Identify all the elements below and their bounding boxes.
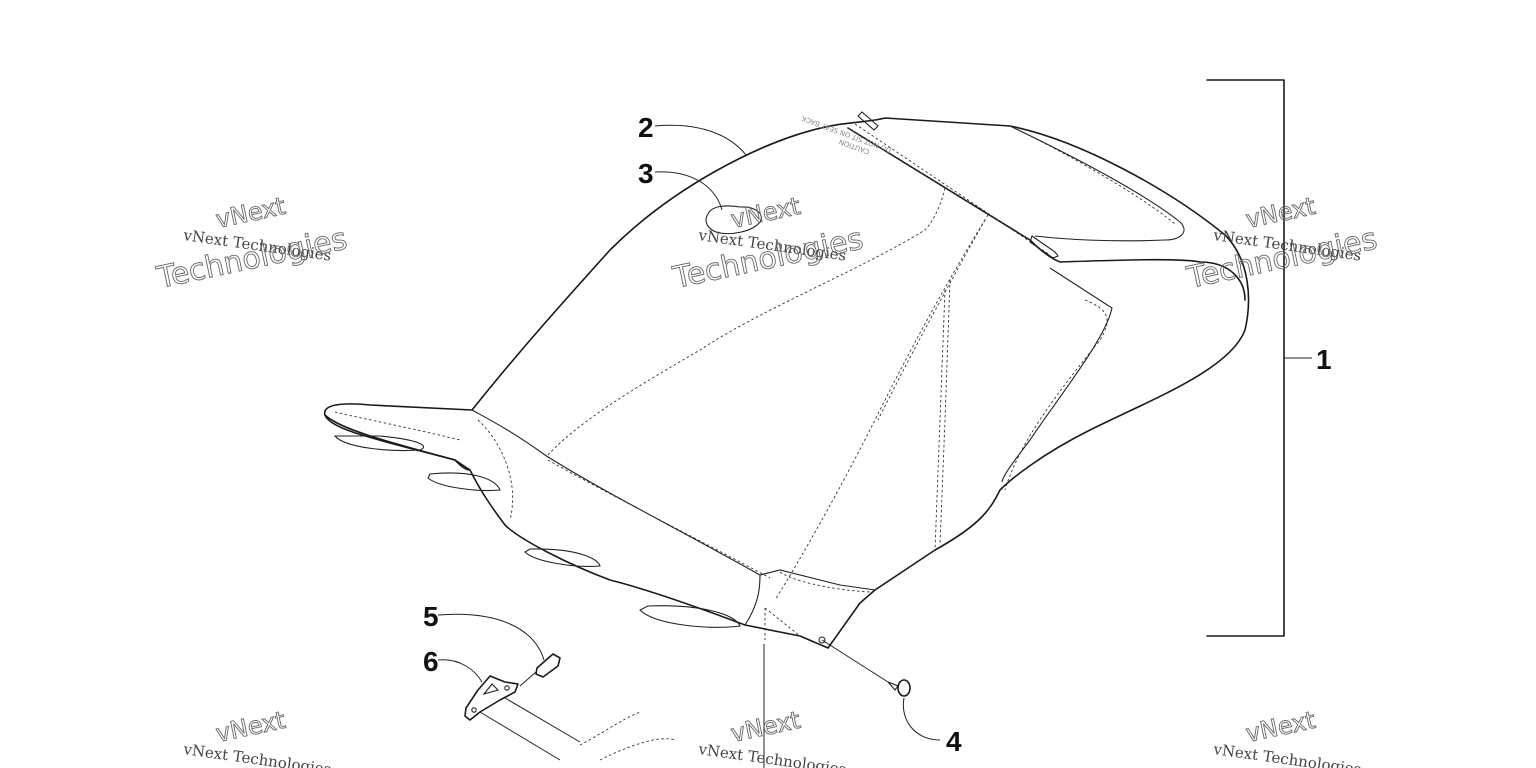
latch-plate (464, 675, 581, 761)
callout-1: 1 (1316, 344, 1332, 375)
svg-text:vNext: vNext (213, 706, 287, 748)
zipper-pull (1029, 235, 1059, 259)
watermark-top-right: vNext vNext Technologies Technologies (1183, 191, 1381, 297)
svg-text:Technologies: Technologies (1183, 222, 1380, 297)
seat-left-flap (324, 414, 471, 471)
svg-text:vNext Technologies: vNext Technologies (181, 740, 332, 768)
watermark-top-center: vNext vNext Technologies Technologies (669, 191, 867, 296)
watermark-bottom-right: vNext vNext Technologies (1211, 705, 1362, 768)
top-rod (857, 111, 879, 131)
leader-5 (437, 613, 545, 661)
callout-5: 5 (423, 601, 439, 632)
callout-2: 2 (638, 112, 654, 143)
assembly-bracket (1206, 79, 1312, 637)
clip-nut (519, 653, 561, 687)
watermark-top-left: vNext vNext Technologies Technologies (153, 191, 351, 297)
svg-text:vNext Technologies: vNext Technologies (696, 740, 847, 768)
seat-underside-fins (333, 435, 741, 628)
leader-6 (437, 659, 483, 683)
svg-text:vNext: vNext (1243, 706, 1317, 748)
svg-text:vNext Technologies: vNext Technologies (1211, 740, 1362, 768)
watermark-bottom-center: vNext vNext Technologies (696, 705, 847, 768)
seat-outline (324, 117, 1250, 649)
svg-text:vNext: vNext (1243, 192, 1317, 234)
callout-3: 3 (638, 158, 654, 189)
svg-text:vNext: vNext (728, 706, 802, 748)
watermark-bottom-left: vNext vNext Technologies (181, 705, 332, 768)
screw (821, 639, 941, 741)
seat-backrest (847, 127, 1246, 301)
leader-2 (654, 124, 747, 156)
callout-4: 4 (946, 726, 962, 757)
svg-text:vNext: vNext (213, 192, 287, 234)
svg-text:Technologies: Technologies (153, 222, 350, 297)
svg-text:vNext: vNext (728, 192, 802, 234)
decal-patch (705, 205, 762, 235)
callout-6: 6 (423, 646, 439, 677)
seat-assembly: CAUTION DO NOT SIT ON SEAT BACK (324, 111, 1250, 649)
leader-3 (654, 171, 723, 211)
